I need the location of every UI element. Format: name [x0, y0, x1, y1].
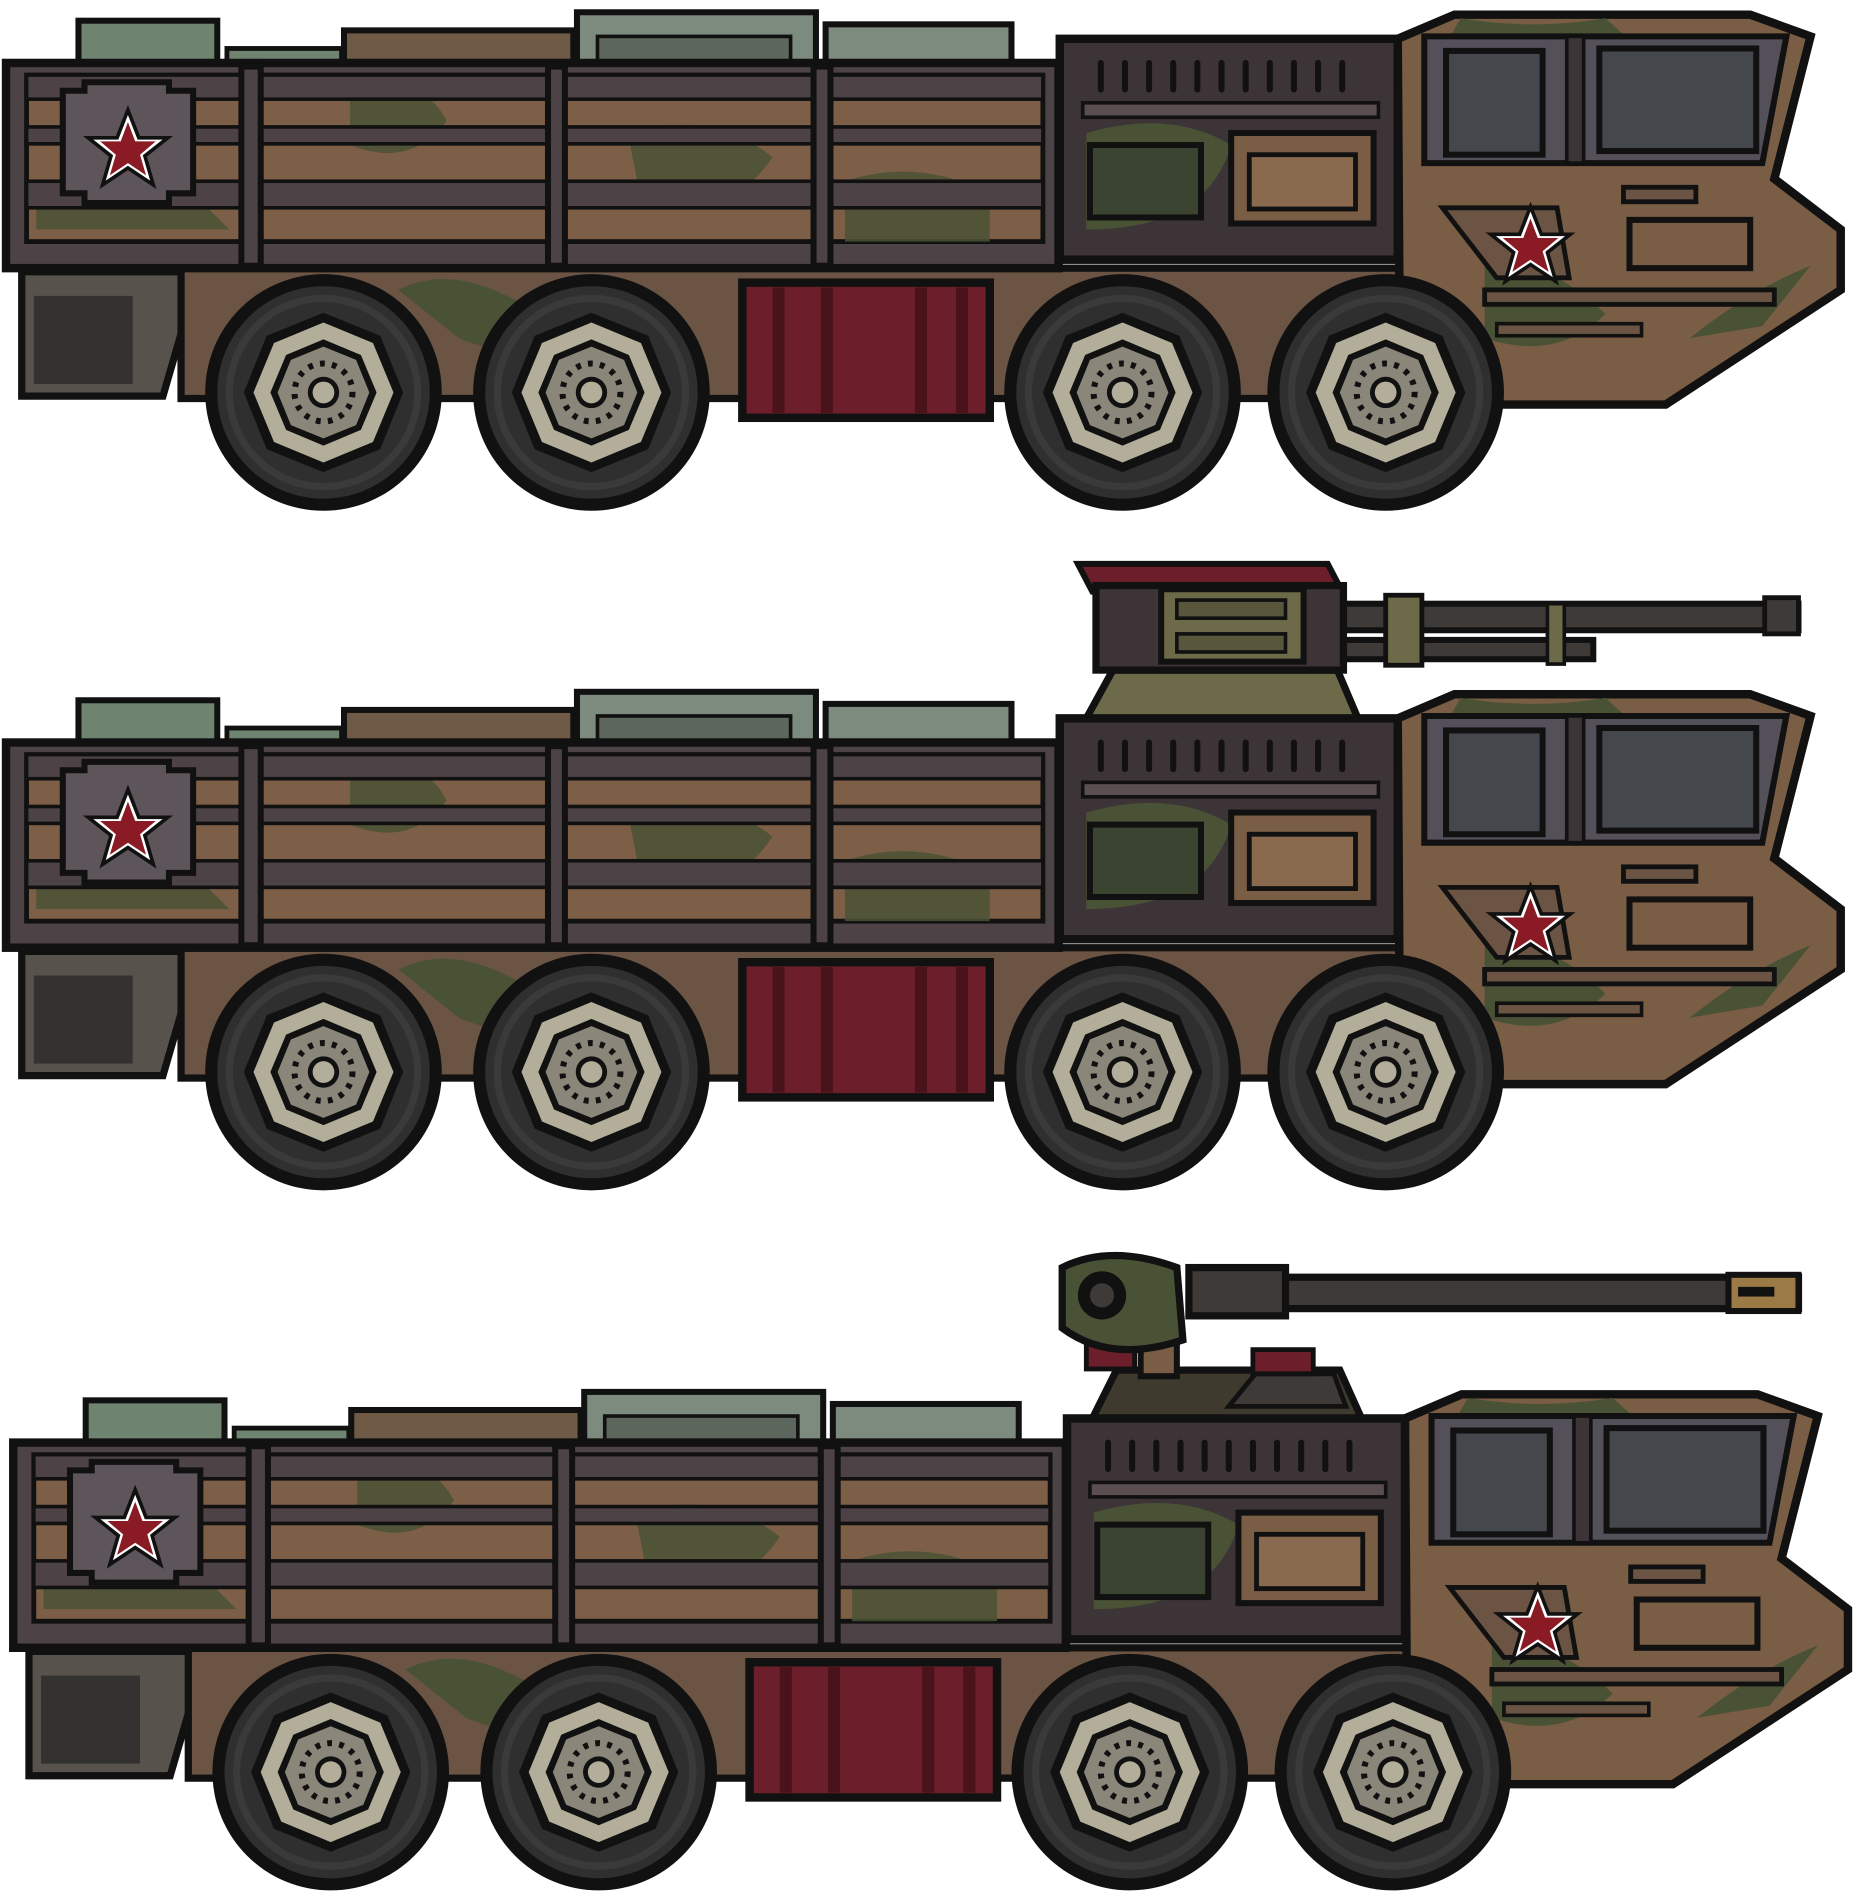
truck-body	[6, 692, 1841, 1191]
twin-cannon-truck	[6, 560, 1841, 1191]
truck-body	[6, 12, 1841, 511]
long-barrel-gun	[1058, 1251, 1803, 1423]
cargo-truck	[6, 12, 1841, 511]
howitzer-truck	[13, 1251, 1848, 1891]
truck-body	[13, 1392, 1848, 1891]
twin-barrel-turret	[1072, 560, 1802, 722]
